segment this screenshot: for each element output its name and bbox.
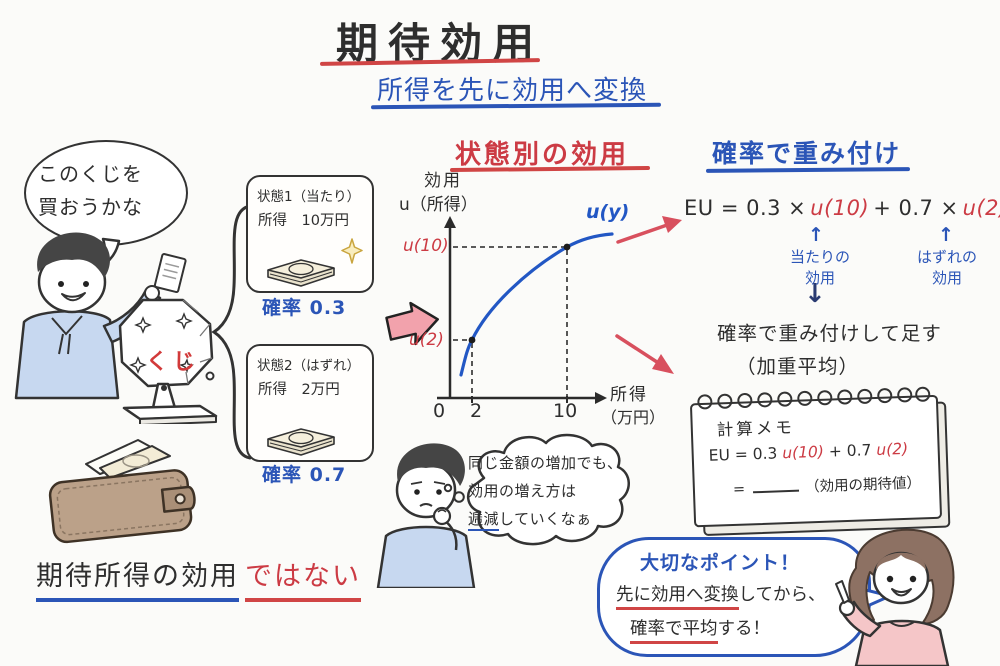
weighted-sum-note-line2: （加重平均） <box>736 355 860 378</box>
nb-result-note: （効用の期待値） <box>804 475 922 496</box>
lose-utility-note: はずれの 効用 <box>908 247 986 289</box>
lose-note-line2: 効用 <box>931 269 962 287</box>
notebook-equation: EU = 0.3 u(10) + 0.7 u(2) <box>708 440 908 465</box>
x-tick-0: 0 <box>433 400 446 422</box>
grouping-brace <box>211 204 252 460</box>
utility-curve-chart <box>437 216 614 404</box>
spiral-binding-icon <box>697 386 931 410</box>
win-up-arrow-icon: ↑ <box>808 224 824 246</box>
key-point-bubble: 大切なポイント！ 先に効用へ変換してから、 確率で平均する！ <box>597 537 871 657</box>
conclusion-text: 期待所得の効用ではない <box>36 554 361 602</box>
eu-eq-u10: u(10) <box>810 196 870 220</box>
weighting-title: 確率で重み付け <box>712 139 902 168</box>
answer-blank <box>752 475 800 494</box>
eu-eq-part2: + 0.7 × <box>873 196 959 220</box>
woman-character <box>835 528 955 666</box>
speech-line-1: このくじを <box>38 162 143 186</box>
key-point-line2-rest: してから、 <box>738 585 826 605</box>
boy-speech-bubble <box>24 140 188 246</box>
state1-box: 状態1（当たり） 所得 10万円 <box>246 175 374 293</box>
speech-line-2: 買おうかな <box>38 195 143 219</box>
state2-income: 所得 2万円 <box>258 382 340 398</box>
x-tick-2: 2 <box>470 400 483 422</box>
sparkle-icon <box>341 238 363 264</box>
money-stack-icon <box>267 428 335 456</box>
thought-line-3-rest: していくなぁ <box>499 509 592 528</box>
win-note-line2: 効用 <box>804 269 835 287</box>
to-sum-arrow-icon <box>615 334 674 374</box>
page-subtitle: 所得を先に効用へ変換 <box>377 76 648 106</box>
u10-point-label: u(10) <box>403 236 449 256</box>
win-utility-note: 当たりの 効用 <box>781 247 859 289</box>
notebook-title: 計算メモ <box>716 417 796 440</box>
lose-note-line1: はずれの <box>916 248 977 266</box>
eu-eq-part1: EU = 0.3 × <box>684 196 807 220</box>
state2-probability: 確率 0.7 <box>262 464 347 486</box>
state2-box: 状態2（はずれ） 所得 2万円 <box>246 344 374 462</box>
key-point-line3-underlined: 確率で平均 <box>630 619 718 644</box>
thought-cloud-bubble <box>443 433 630 546</box>
lottery-machine-label: くじ <box>146 350 201 375</box>
key-point-line2-underlined: 先に効用へ変換 <box>616 585 739 610</box>
x-axis-label-2: （万円） <box>601 408 666 427</box>
weighted-sum-note-line1: 確率で重み付けして足す <box>717 322 942 345</box>
money-stack-icon <box>267 259 335 287</box>
y-axis-label-1: 効用 <box>424 171 462 191</box>
key-point-line1: 大切なポイント！ <box>640 552 801 574</box>
nb-eq-u2: u(2) <box>876 439 909 459</box>
to-equation-arrow-icon <box>616 216 682 244</box>
win-note-line1: 当たりの <box>789 248 850 266</box>
state1-income: 所得 10万円 <box>258 213 349 229</box>
thought-line-3: 逓減していくなぁ <box>468 506 633 534</box>
lottery-ticket-icon <box>153 253 187 294</box>
x-axis-label-1: 所得 <box>610 385 648 405</box>
wallet-icon <box>48 439 196 544</box>
down-arrow-icon: ↓ <box>804 279 826 309</box>
lottery-machine-icon <box>118 298 218 424</box>
notebook-page: 計算メモ EU = 0.3 u(10) + 0.7 u(2) = （効用の期待値） <box>689 394 943 528</box>
weighting-title-underline <box>705 167 911 173</box>
diminishing-word: 逓減 <box>468 509 500 531</box>
y-axis-label-2: u（所得） <box>399 195 478 215</box>
state1-title: 状態1（当たり） <box>257 189 361 205</box>
transform-arrow-icon <box>385 301 439 346</box>
chart-title: 状態別の効用 <box>455 140 630 170</box>
thought-line-2: 効用の増え方は <box>468 481 577 500</box>
utility-curve <box>459 232 614 377</box>
x-tick-10: 10 <box>553 400 578 422</box>
state2-title: 状態2（はずれ） <box>257 358 361 374</box>
conclusion-red: ではない <box>245 561 361 602</box>
nb-eq-part2: + 0.7 <box>828 441 872 461</box>
nb-eq-part1: EU = 0.3 <box>708 444 778 465</box>
u2-point-label: u(2) <box>409 330 444 350</box>
notebook-result-line: = （効用の期待値） <box>733 471 922 499</box>
conclusion-black: 期待所得の効用 <box>36 561 239 602</box>
key-point-line3-rest: する！ <box>717 619 771 639</box>
key-point-line2: 先に効用へ変換してから、 <box>616 581 826 610</box>
eu-eq-u2: u(2) <box>962 196 1000 220</box>
eu-equation: EU = 0.3 ×u(10)+ 0.7 ×u(2) <box>682 196 1000 220</box>
curve-label: u(y) <box>586 201 630 223</box>
calc-notebook: 計算メモ EU = 0.3 u(10) + 0.7 u(2) = （効用の期待値） <box>689 386 951 537</box>
nb-eq-u10: u(10) <box>781 442 825 463</box>
state1-probability: 確率 0.3 <box>262 297 347 319</box>
lose-up-arrow-icon: ↑ <box>938 224 954 246</box>
thought-line-1: 同じ金額の増加でも、 <box>468 454 623 472</box>
thought-text: 同じ金額の増加でも、 効用の増え方は 逓減していくなぁ <box>468 450 633 533</box>
nb-result-eq: = <box>732 481 746 498</box>
key-point-line3: 確率で平均する！ <box>630 615 771 644</box>
boy-speech-text: このくじを 買おうかな <box>38 158 173 224</box>
thinking-boy-character <box>376 443 476 588</box>
